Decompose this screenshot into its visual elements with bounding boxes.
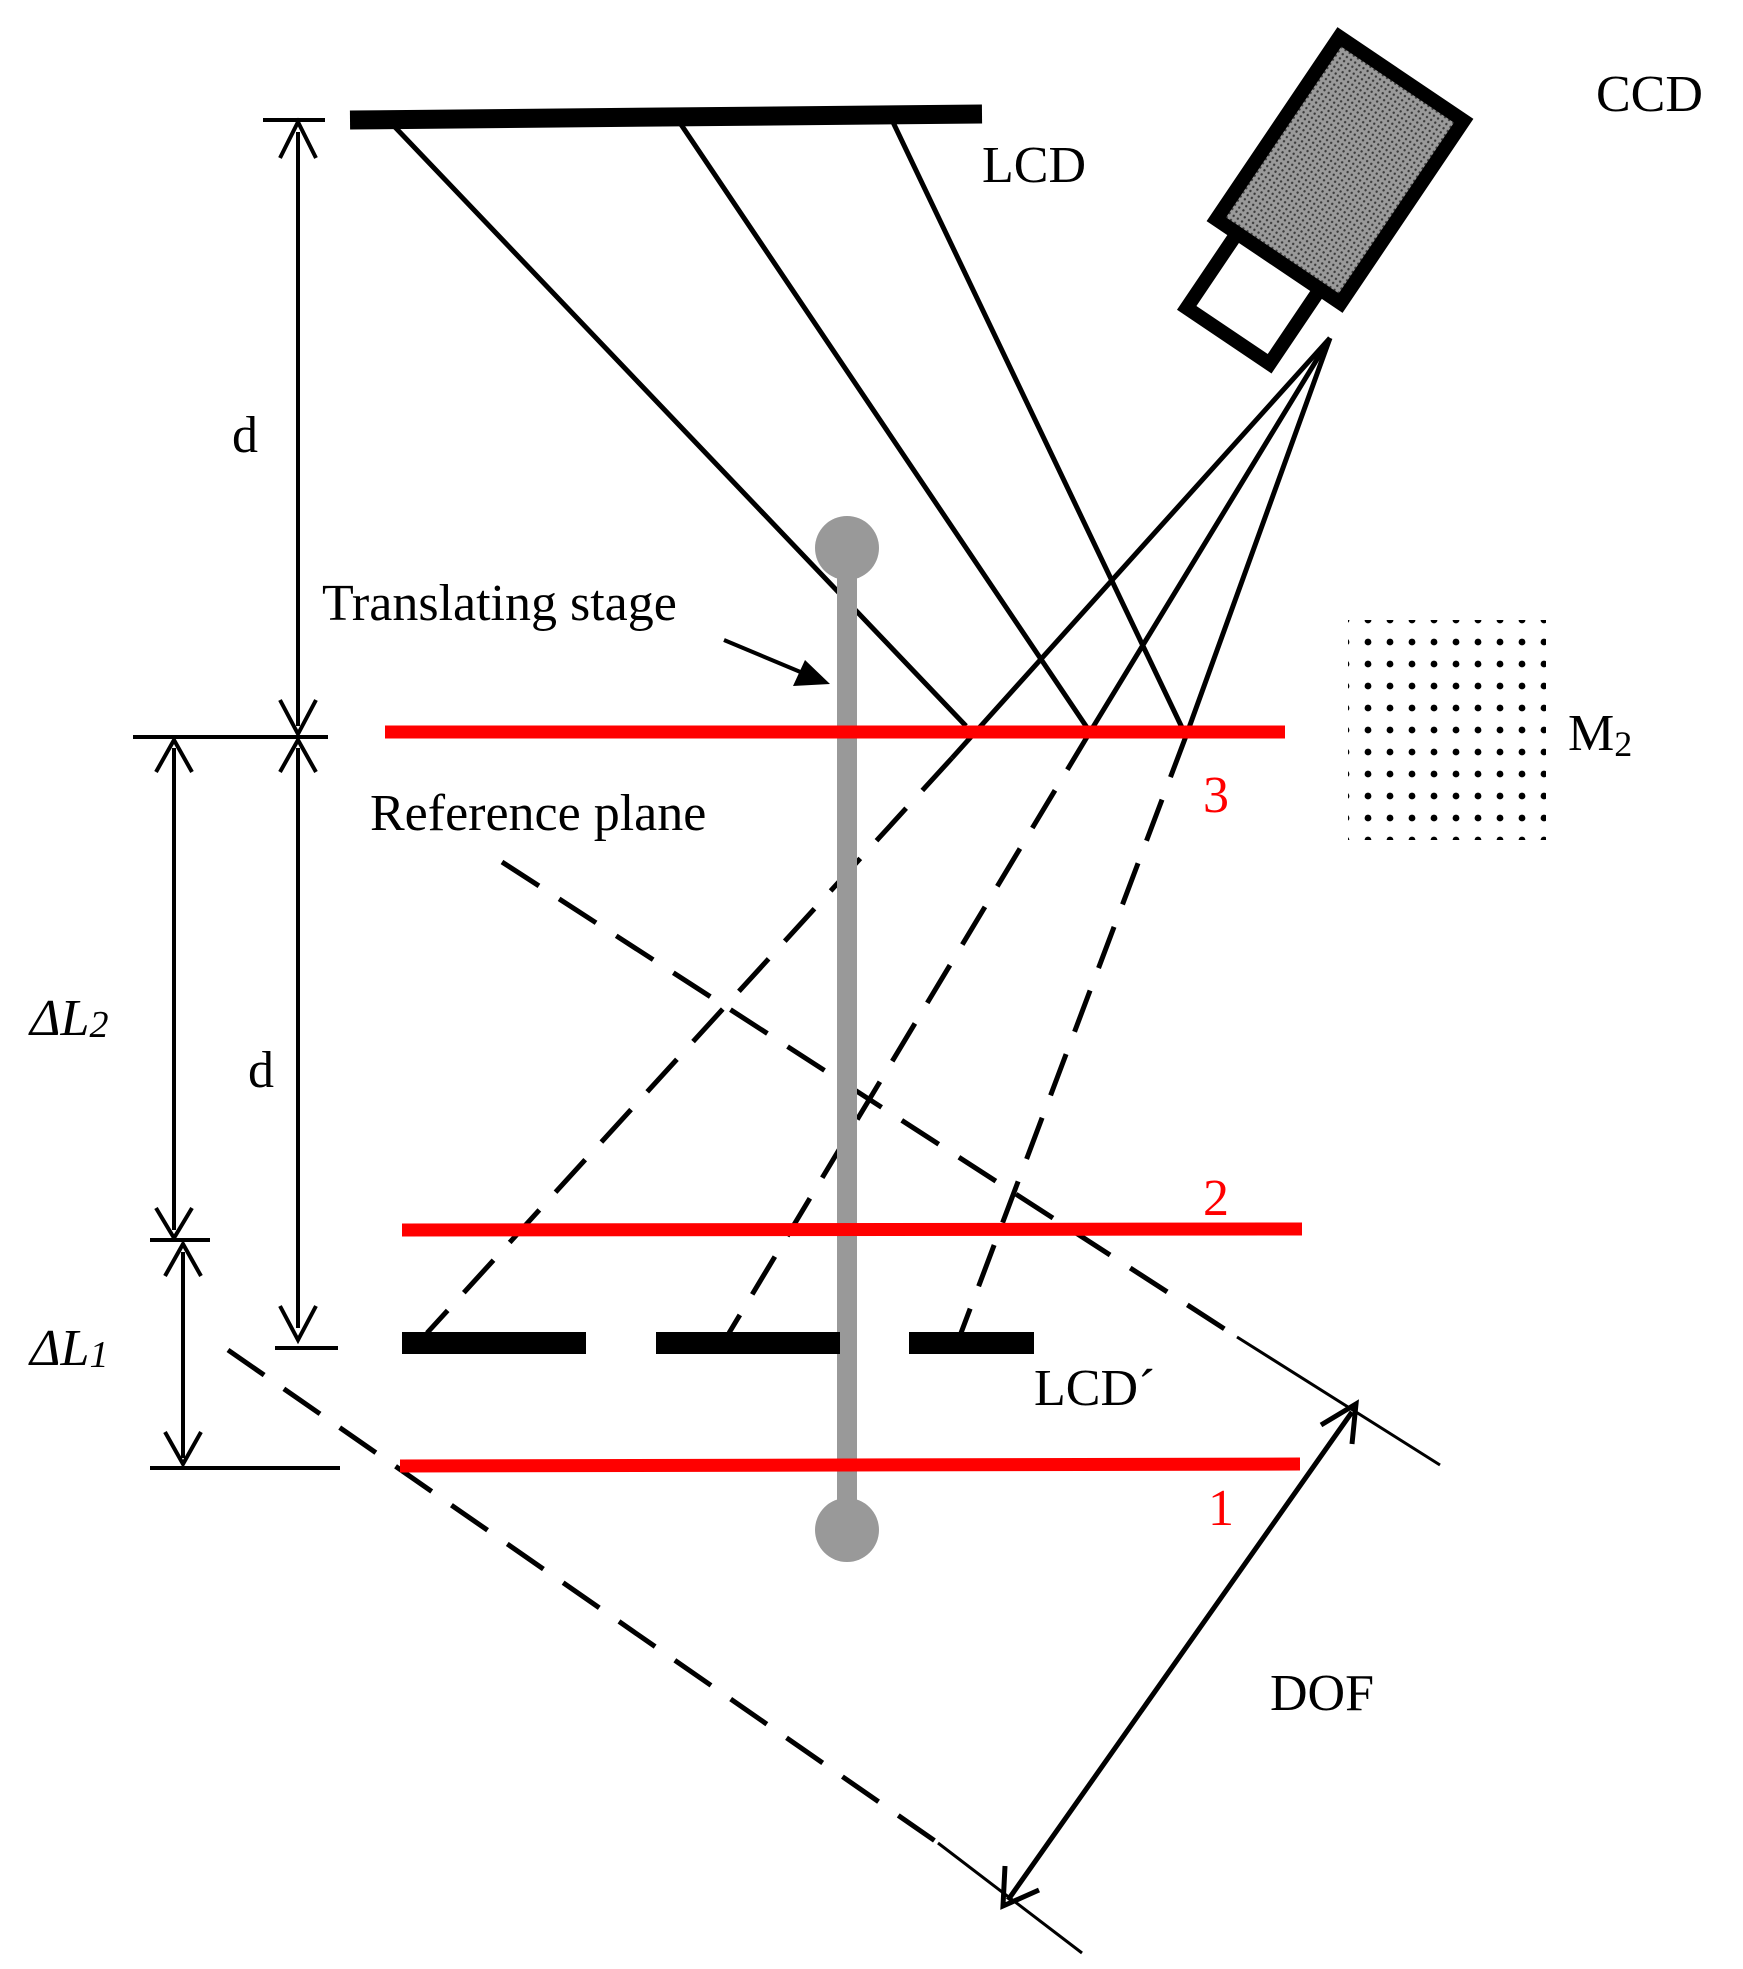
m2-subscript: 2 bbox=[1614, 724, 1632, 764]
camera-ray-2 bbox=[1087, 336, 1333, 734]
projection-ray-2 bbox=[675, 118, 1093, 734]
ccd-camera bbox=[1176, 27, 1474, 374]
translating-stage-bottom-knob bbox=[815, 1498, 879, 1562]
delta-l1-arrowhead-up bbox=[163, 1239, 203, 1277]
dof-lower-boundary bbox=[226, 1347, 940, 1846]
plane-2-number: 2 bbox=[1203, 1170, 1229, 1227]
ccd-label: CCD bbox=[1596, 66, 1703, 123]
lcd-image-label: LCD´ bbox=[1034, 1360, 1155, 1417]
delta-l1-subscript: 1 bbox=[89, 1334, 108, 1376]
translating-stage-pointer-head bbox=[793, 660, 830, 686]
d-bottom-label: d bbox=[248, 1042, 274, 1099]
translating-stage-label: Translating stage bbox=[322, 575, 677, 632]
d-top-arrowhead-up bbox=[278, 117, 318, 159]
plane-1-number: 1 bbox=[1208, 1480, 1234, 1537]
delta-l2-label: ΔL2 bbox=[28, 990, 108, 1047]
projection-ray-1 bbox=[391, 123, 968, 728]
plane-3-number: 3 bbox=[1203, 767, 1229, 824]
dof-upper-boundary bbox=[500, 859, 1239, 1340]
virtual-ray-3 bbox=[958, 735, 1189, 1334]
projection-ray-3 bbox=[888, 116, 1189, 738]
plane-2 bbox=[401, 1222, 1303, 1237]
dof-arrowhead-bottom bbox=[1000, 1865, 1041, 1910]
virtual-ray-2 bbox=[726, 730, 1093, 1335]
d-bottom-arrowhead-down bbox=[278, 1305, 318, 1345]
ccd-lens bbox=[1176, 223, 1330, 374]
delta-l2-subscript: 2 bbox=[89, 1004, 108, 1046]
dof-arrowhead-top bbox=[1319, 1399, 1359, 1445]
delta-l1-arrowhead-down bbox=[163, 1431, 203, 1469]
camera-ray-1 bbox=[950, 336, 1332, 760]
plane-1 bbox=[399, 1457, 1301, 1473]
delta-l1-label: ΔL1 bbox=[28, 1320, 108, 1377]
dof-arrow-line bbox=[1005, 1410, 1355, 1902]
dof-label: DOF bbox=[1270, 1665, 1374, 1722]
virtual-ray-1 bbox=[425, 756, 954, 1335]
camera-ray-3 bbox=[1183, 337, 1333, 737]
lcd-label: LCD bbox=[982, 137, 1086, 194]
translating-stage-top-knob bbox=[815, 516, 879, 580]
translating-stage-pointer bbox=[723, 638, 811, 678]
reference-plane-label: Reference plane bbox=[370, 785, 706, 842]
delta-l2-arrowhead-up bbox=[154, 735, 194, 773]
dof-upper-boundary-solid bbox=[1236, 1335, 1441, 1467]
lcd-screen bbox=[349, 104, 983, 130]
d-bottom-arrowhead-up bbox=[278, 735, 318, 773]
m2-label: M2 bbox=[1568, 705, 1632, 764]
d-top-label: d bbox=[232, 407, 258, 464]
m2-pattern bbox=[1348, 620, 1546, 840]
d-top-arrowhead-down bbox=[278, 699, 318, 739]
